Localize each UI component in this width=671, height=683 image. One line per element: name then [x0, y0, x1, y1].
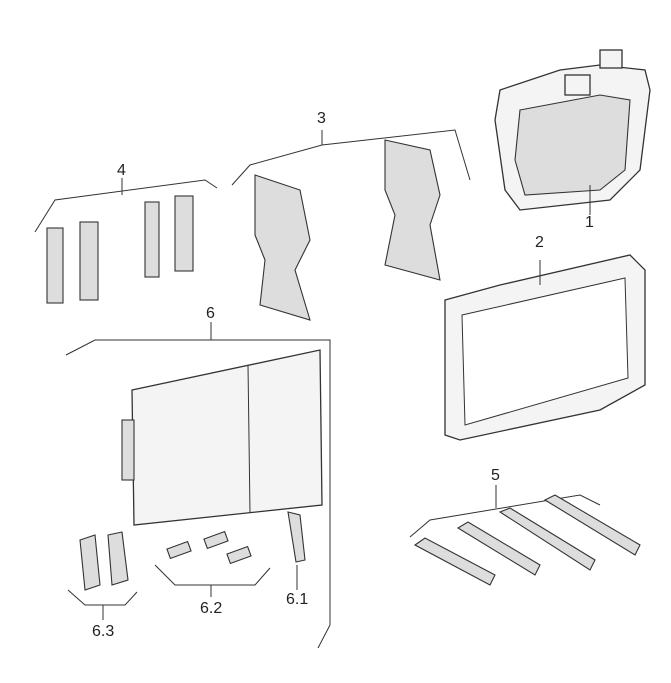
- label-part-1: 1: [585, 214, 594, 231]
- label-part-2: 2: [535, 234, 544, 251]
- part-4-mounting-clips: [46, 195, 194, 304]
- part-6-actuator-plate: [121, 349, 323, 526]
- label-part-6-2: 6.2: [200, 600, 223, 617]
- part-2-cover-frame: [444, 254, 646, 441]
- label-part-3: 3: [317, 110, 326, 127]
- label-part-4: 4: [117, 162, 126, 179]
- part-6-3-clips: [79, 531, 129, 591]
- part-6-2-screws: [166, 530, 252, 565]
- part-1-mounting-frame: [494, 49, 651, 211]
- part-5-actuating-rods: [413, 494, 641, 586]
- label-part-6-1: 6.1: [286, 591, 309, 608]
- label-part-6-3: 6.3: [92, 623, 115, 640]
- part-3-spring-brackets: [254, 139, 441, 321]
- label-part-5: 5: [491, 467, 500, 484]
- part-6-1-release-tool: [287, 511, 306, 563]
- label-part-6: 6: [206, 305, 215, 322]
